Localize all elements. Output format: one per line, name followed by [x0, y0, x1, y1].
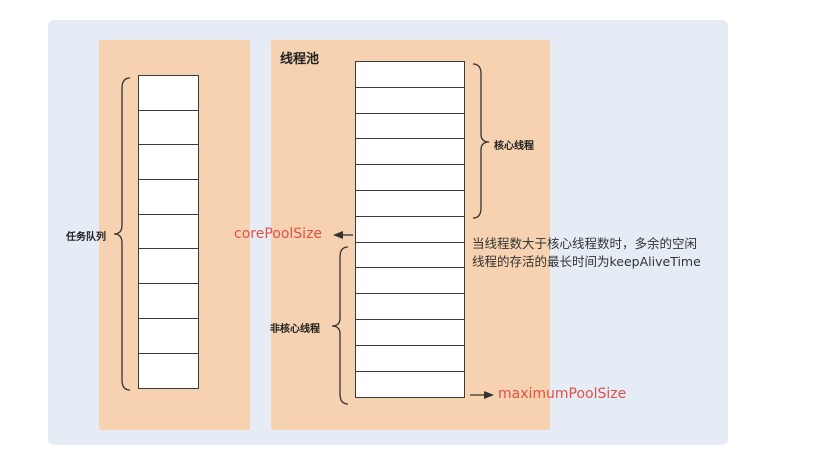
noncore-threads-label: 非核心线程	[270, 324, 320, 335]
core-threads-label: 核心线程	[494, 141, 534, 152]
maximum-pool-size-label: maximumPoolSize	[498, 386, 627, 402]
task-queue-stack	[138, 75, 199, 389]
noncore-brace	[331, 246, 349, 405]
queue-slot	[138, 109, 199, 146]
queue-slot	[138, 352, 199, 389]
thread-pool-title: 线程池	[280, 52, 320, 67]
keep-alive-note: 当线程数大于核心线程数时，多余的空闲 线程的存活的最长时间为keepAliveT…	[472, 235, 701, 271]
thread-slot	[355, 189, 465, 218]
thread-slot	[355, 318, 465, 347]
task-queue-label: 任务队列	[66, 232, 106, 243]
core-brace	[472, 63, 490, 219]
core-pool-size-arrowhead	[333, 231, 343, 239]
queue-brace	[113, 77, 131, 391]
max-pool-size-arrowhead	[484, 391, 494, 399]
queue-slot	[138, 248, 199, 285]
keep-alive-note-line1: 当线程数大于核心线程数时，多余的空闲	[472, 236, 698, 251]
thread-pool-stack	[355, 61, 465, 398]
thread-slot	[355, 241, 465, 269]
thread-slot	[355, 344, 465, 373]
queue-slot	[138, 179, 199, 216]
thread-slot	[355, 370, 465, 398]
keep-alive-note-line2: 线程的存活的最长时间为keepAliveTime	[472, 254, 701, 269]
core-pool-size-label: corePoolSize	[234, 226, 323, 242]
